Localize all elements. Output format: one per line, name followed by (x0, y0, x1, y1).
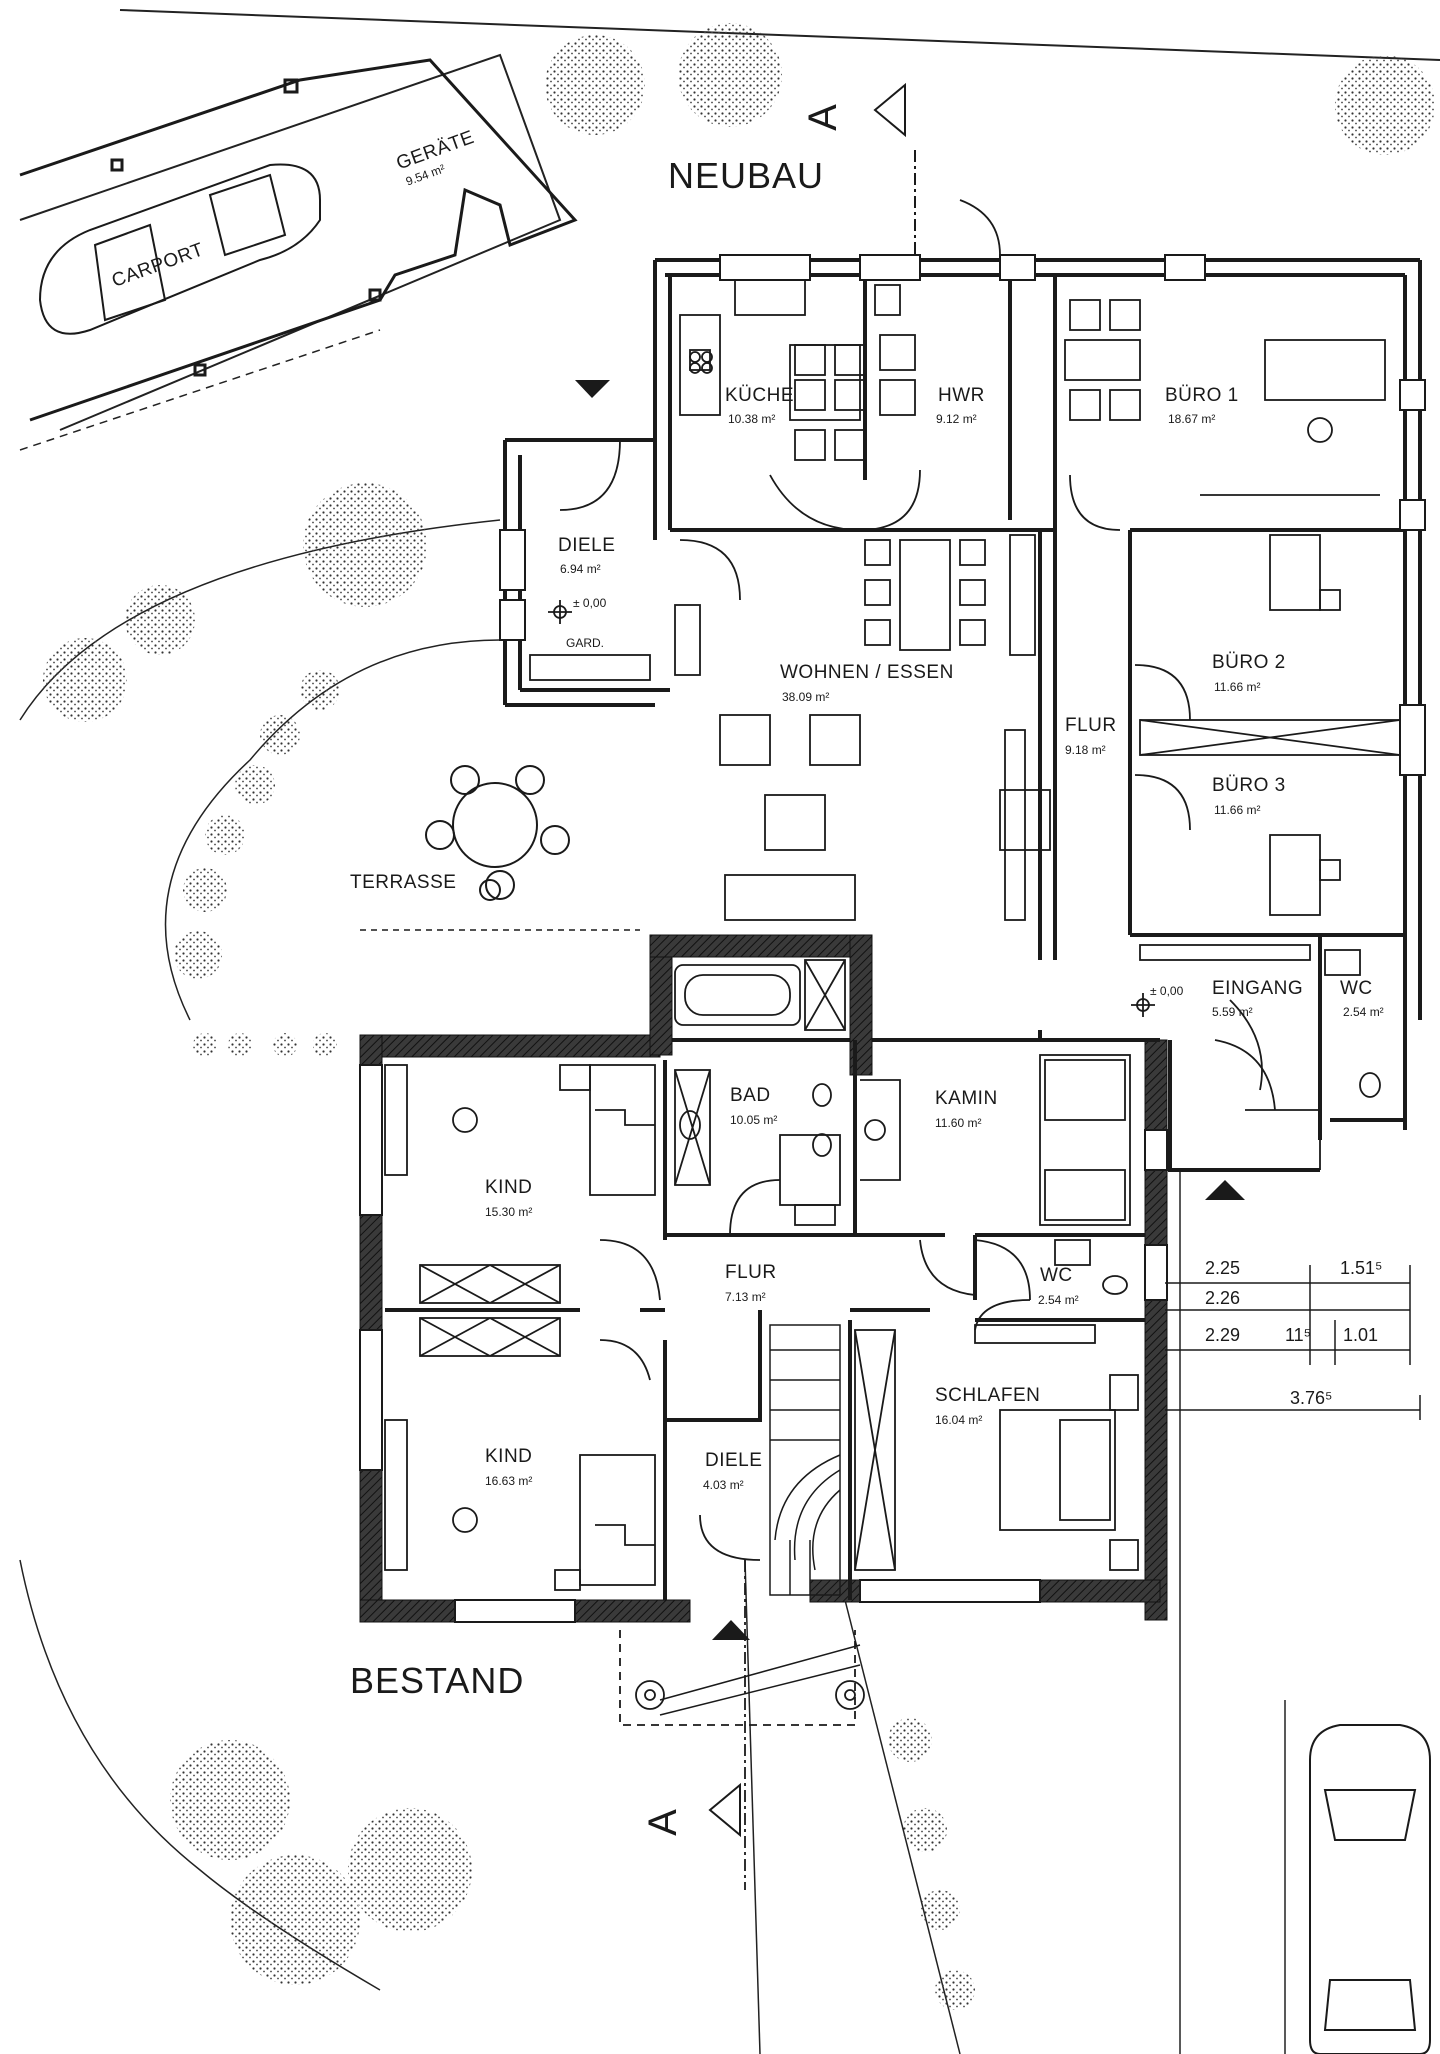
terrace-table (425, 765, 570, 901)
entry-arrow-neubau (575, 380, 610, 398)
heading-bestand: BESTAND (350, 1660, 525, 1701)
diele-neubau-fixtures (529, 600, 701, 681)
room-area-wc1: 2.54 m² (1343, 1005, 1384, 1019)
room-label-kamin: KAMIN (935, 1088, 998, 1109)
bestand-entrance (619, 1560, 865, 1890)
level-diele: ± 0,00 (573, 596, 607, 610)
room-label-kind2: KIND (485, 1446, 533, 1467)
dimension-1-51: 1.51⁵ (1340, 1258, 1383, 1278)
room-label-wohnen: WOHNEN / ESSEN (780, 662, 954, 683)
room-area-eingang: 5.59 m² (1212, 1005, 1253, 1019)
living-furniture (719, 534, 1051, 921)
room-area-flur-neubau: 9.18 m² (1065, 743, 1106, 757)
room-area-hwr: 9.12 m² (936, 412, 977, 426)
dimension-2-25: 2.25 (1205, 1258, 1241, 1278)
neubau-doors (559, 199, 1263, 1091)
wc2-fixtures (974, 1239, 1128, 1301)
car-street (1309, 1724, 1431, 2054)
kitchen-furniture (679, 279, 866, 461)
room-area-diele-bestand: 4.03 m² (703, 1478, 744, 1492)
room-area-wohnen: 38.09 m² (782, 690, 830, 704)
room-label-terrasse: TERRASSE (350, 872, 457, 893)
room-area-kind1: 15.30 m² (485, 1205, 533, 1219)
stairs (769, 1324, 841, 1596)
hwr-fixtures (874, 284, 916, 416)
section-letter-bottom: A (640, 1809, 685, 1836)
room-area-kind2: 16.63 m² (485, 1474, 533, 1488)
section-marker-bottom (708, 1782, 741, 1838)
room-label-kueche: KÜCHE (725, 385, 795, 406)
fireplace (860, 1054, 1131, 1226)
schlafen-furniture (854, 1324, 1139, 1571)
room-label-flur-neubau: FLUR (1065, 715, 1117, 736)
bestand-windows (359, 1064, 1168, 1623)
room-area-kamin: 11.60 m² (935, 1116, 982, 1130)
dimension-lines (1165, 1265, 1421, 1420)
dimension-1-01: 1.01 (1343, 1325, 1379, 1345)
room-label-diele-neubau: DIELE (558, 535, 616, 556)
room-label-buero1: BÜRO 1 (1165, 385, 1239, 406)
room-area-diele-neubau: 6.94 m² (560, 562, 601, 576)
section-marker-top (873, 82, 906, 138)
room-area-buero2: 11.66 m² (1214, 680, 1261, 694)
room-area-kueche: 10.38 m² (728, 412, 776, 426)
room-label-wc2: WC (1040, 1265, 1073, 1286)
room-label-diele-bestand: DIELE (705, 1450, 763, 1471)
section-letter-top: A (800, 104, 845, 131)
car-carport (38, 163, 321, 335)
neubau-windows (499, 254, 1426, 776)
dimension-11-5: 11⁵ (1285, 1325, 1312, 1345)
room-label-buero3: BÜRO 3 (1212, 775, 1286, 796)
room-label-flur-bestand: FLUR (725, 1262, 777, 1283)
level-eingang: ± 0,00 (1150, 984, 1184, 998)
bestand-doors (599, 1239, 1031, 1561)
room-area-bad: 10.05 m² (730, 1113, 778, 1127)
entry-arrow-eingang (1205, 1180, 1245, 1200)
room-label-wc1: WC (1340, 978, 1373, 999)
room-label-schlafen: SCHLAFEN (935, 1385, 1041, 1406)
bestand-inner-walls (385, 1038, 1160, 1600)
bath-fixtures (674, 959, 846, 1236)
room-area-flur-bestand: 7.13 m² (725, 1290, 766, 1304)
room-area-wc2: 2.54 m² (1038, 1293, 1079, 1307)
room-label-hwr: HWR (938, 385, 985, 406)
room-area-schlafen: 16.04 m² (935, 1413, 983, 1427)
entry-arrow-bestand (712, 1620, 750, 1640)
room-area-buero3: 11.66 m² (1214, 803, 1261, 817)
dimension-2-29: 2.29 (1205, 1325, 1241, 1345)
room-label-bad: BAD (730, 1085, 771, 1106)
gard-label: GARD. (566, 636, 605, 650)
room-label-eingang: EINGANG (1212, 978, 1304, 999)
heading-neubau: NEUBAU (668, 155, 825, 196)
room-label-buero2: BÜRO 2 (1212, 652, 1286, 673)
wc1-eingang-fixtures (1131, 944, 1381, 1170)
dimension-3-76: 3.76⁵ (1290, 1388, 1333, 1408)
trees (43, 23, 1435, 2010)
kind-furniture (384, 1064, 656, 1591)
buero23-furniture (1139, 534, 1401, 916)
carport-structure (19, 58, 578, 422)
dimension-2-26: 2.26 (1205, 1288, 1241, 1308)
room-label-kind1: KIND (485, 1177, 533, 1198)
buero1-furniture (1064, 299, 1386, 496)
room-area-buero1: 18.67 m² (1168, 412, 1216, 426)
